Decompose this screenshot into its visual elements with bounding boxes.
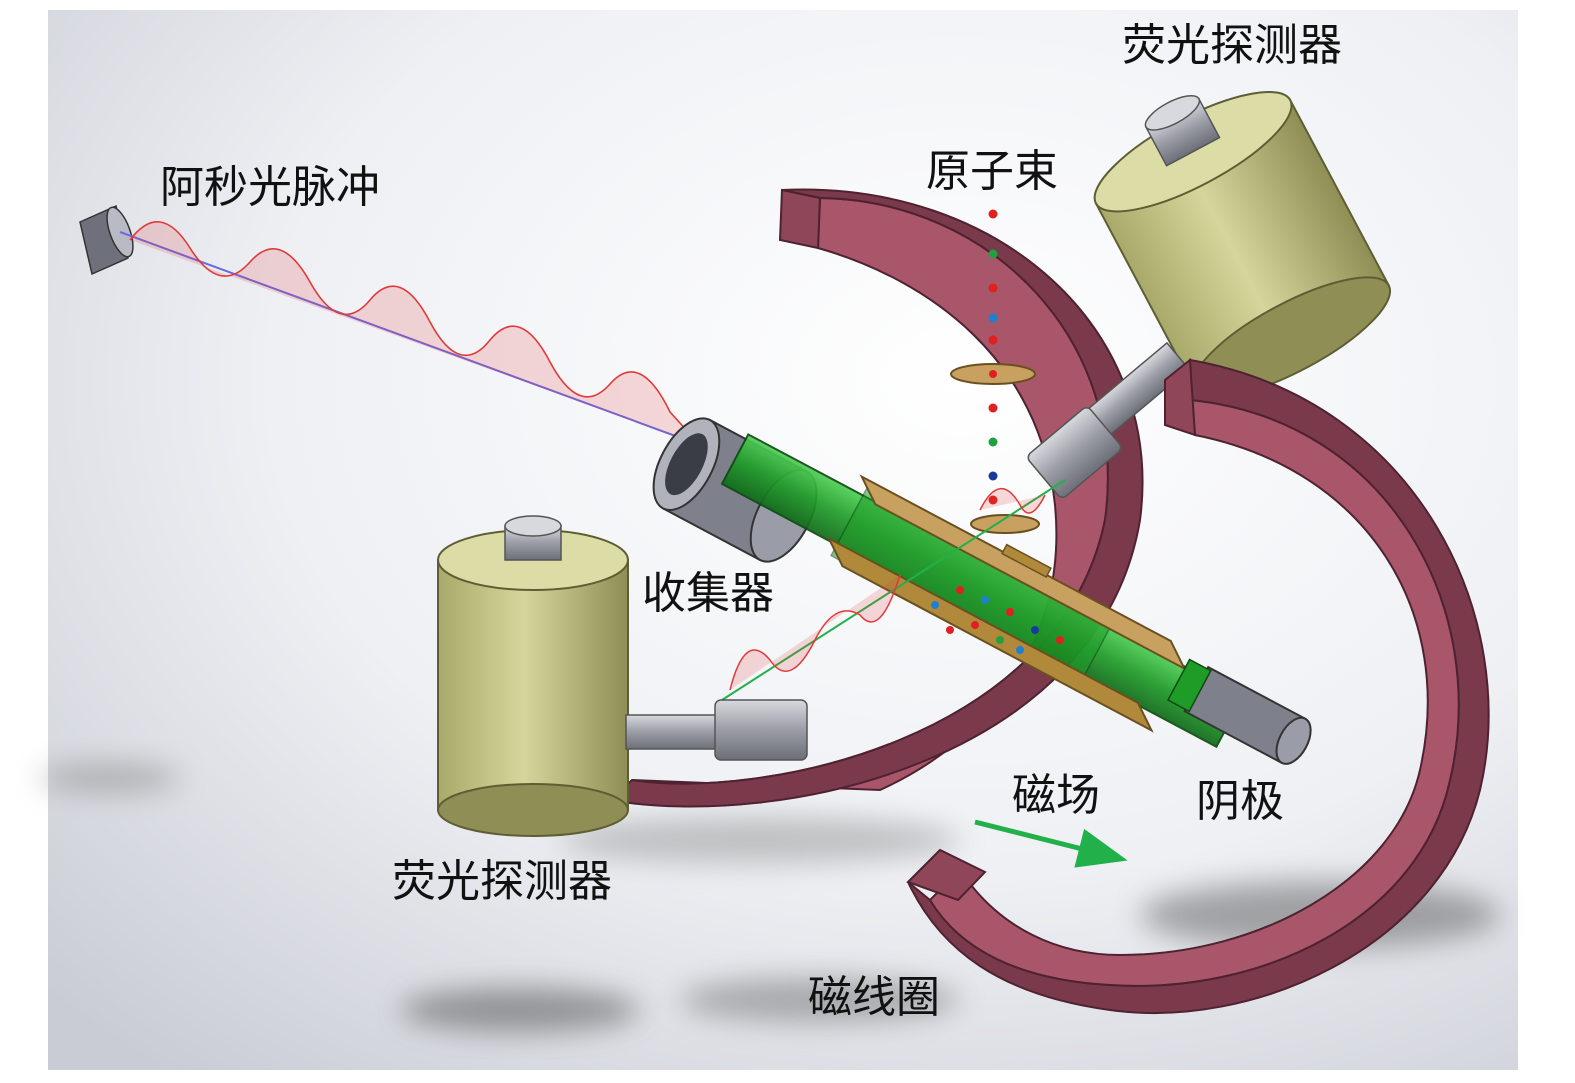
atom-blue [988,313,998,323]
atom-green [988,437,998,447]
label-collector: 收集器 [642,568,774,619]
label-fluorescence-detector-top: 荧光探测器 [1122,20,1342,71]
fluorescence-detector-bottom [437,515,808,837]
pulse-wave [129,221,701,446]
fluorescence-path [721,479,1066,701]
label-atomic-beam: 原子束 [926,146,1058,197]
fluorescence-detector-top [1027,90,1392,499]
atom-green [988,249,998,259]
pulse-axis [119,231,701,446]
label-magnetic-field: 磁场 [1012,770,1100,821]
atom-red [988,209,998,219]
label-cathode: 阴极 [1196,776,1284,827]
atomic-beam [950,209,1040,534]
atom-red [988,335,998,345]
fluorescence-wave [729,487,1046,691]
label-fluorescence-detector-bottom: 荧光探测器 [392,856,612,907]
atom-red [988,495,998,505]
magnetic-field-arrow [974,819,1128,868]
atom-blue [988,471,998,481]
atom-red [988,283,998,293]
label-attosecond-pulse: 阿秒光脉冲 [160,162,380,213]
collision-atoms [931,586,1064,654]
cathode [1166,658,1312,765]
magnetic-coil-front [906,358,1490,1014]
label-magnetic-coil: 磁线圈 [808,972,940,1023]
atom-red [988,403,998,413]
electrode-plates [826,474,1187,733]
